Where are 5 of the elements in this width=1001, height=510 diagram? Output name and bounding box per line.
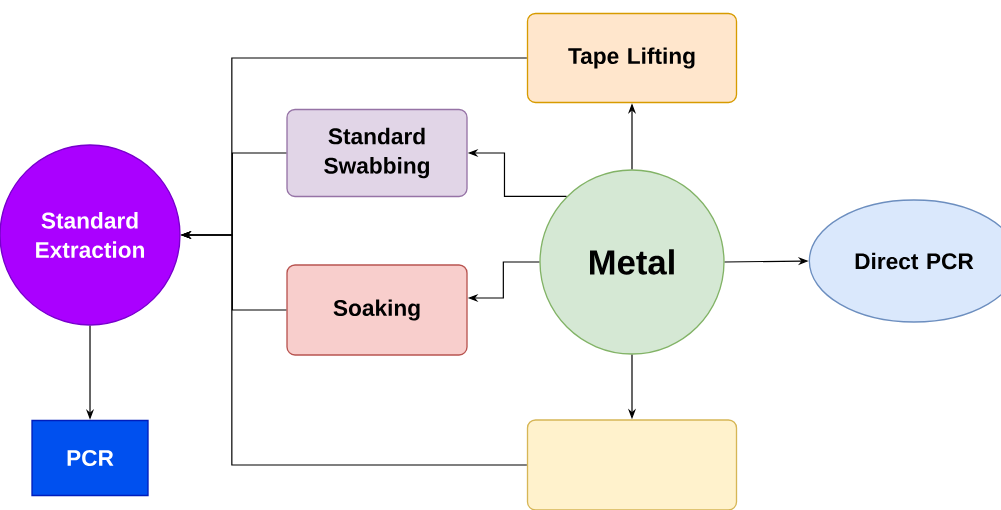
process-box: Tape Lifting [526, 12, 738, 104]
process-box: Soaking [286, 264, 468, 356]
process-box: Standard Swabbing [286, 108, 468, 198]
process-box: PCR [31, 419, 149, 497]
process-box [526, 419, 738, 510]
